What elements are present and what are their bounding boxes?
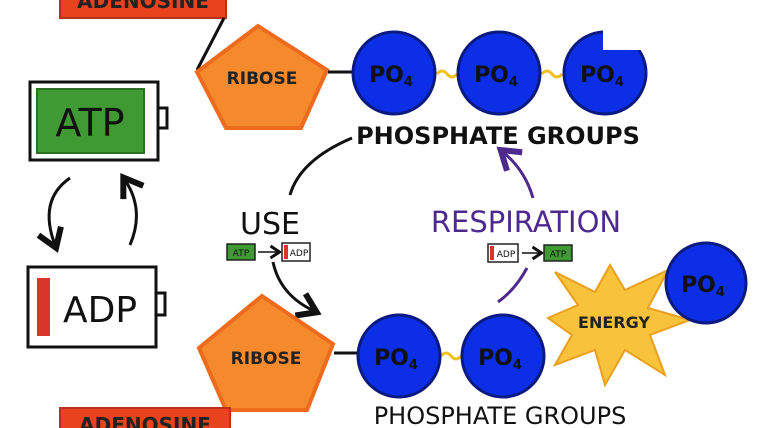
- respiration-arrow: [496, 146, 535, 199]
- svg-text:PO4: PO4: [474, 63, 518, 90]
- adenosine-box-top: ADENOSINE: [59, 0, 227, 19]
- phosphate-groups-caption-top: PHOSPHATE GROUPS: [356, 122, 640, 150]
- svg-text:ADP: ADP: [290, 249, 309, 259]
- occluding-patch: [603, 30, 649, 50]
- svg-text:PO4: PO4: [369, 63, 413, 90]
- use-mini-conversion: ATP ADP: [226, 242, 311, 262]
- phosphate-circle: PO4: [356, 313, 442, 399]
- svg-text:ATP: ATP: [233, 249, 250, 259]
- adenosine-box-bottom: ADENOSINE: [59, 407, 231, 428]
- svg-text:ENERGY: ENERGY: [578, 313, 650, 332]
- svg-text:PO4: PO4: [580, 63, 624, 90]
- phosphate-circle: PO4: [456, 30, 542, 116]
- cycle-arrow-down: [36, 176, 71, 253]
- phosphate-circle: PO4: [351, 30, 437, 116]
- cycle-arrow-up: [120, 173, 145, 246]
- phosphate-groups-caption-bottom: PHOSPHATE GROUPS: [374, 402, 627, 428]
- respiration-label: RESPIRATION: [431, 205, 621, 239]
- svg-text:PO4: PO4: [681, 273, 725, 300]
- energy-burst: ENERGY: [545, 263, 694, 388]
- svg-text:ATP: ATP: [550, 250, 567, 260]
- svg-text:ADP: ADP: [63, 290, 137, 331]
- adp-battery: ADP: [26, 265, 167, 349]
- ribose-pentagon-top: RIBOSE: [194, 23, 330, 130]
- svg-text:PO4: PO4: [478, 346, 522, 373]
- phosphate-circle: PO4: [460, 313, 546, 399]
- squiggle-bond: [435, 69, 459, 79]
- respiration-arc-bottom: [497, 267, 529, 304]
- use-arrow: [271, 261, 322, 319]
- free-phosphate-circle: PO4: [664, 241, 748, 325]
- use-arc-top: [288, 136, 353, 196]
- respiration-mini-conversion: ADP ATP: [487, 243, 573, 263]
- svg-text:ADENOSINE: ADENOSINE: [77, 0, 209, 13]
- ribose-pentagon-bottom: RIBOSE: [196, 293, 336, 412]
- svg-text:PO4: PO4: [374, 346, 418, 373]
- svg-text:ADP: ADP: [497, 250, 516, 260]
- squiggle-bond: [540, 69, 564, 79]
- bond-line: [195, 17, 226, 71]
- svg-text:ATP: ATP: [55, 101, 124, 145]
- atp-battery: ATP: [28, 80, 169, 162]
- squiggle-bond: [439, 351, 463, 361]
- use-label: USE: [240, 207, 300, 242]
- svg-text:RIBOSE: RIBOSE: [231, 349, 302, 369]
- svg-text:RIBOSE: RIBOSE: [227, 69, 298, 89]
- svg-text:ADENOSINE: ADENOSINE: [79, 413, 211, 428]
